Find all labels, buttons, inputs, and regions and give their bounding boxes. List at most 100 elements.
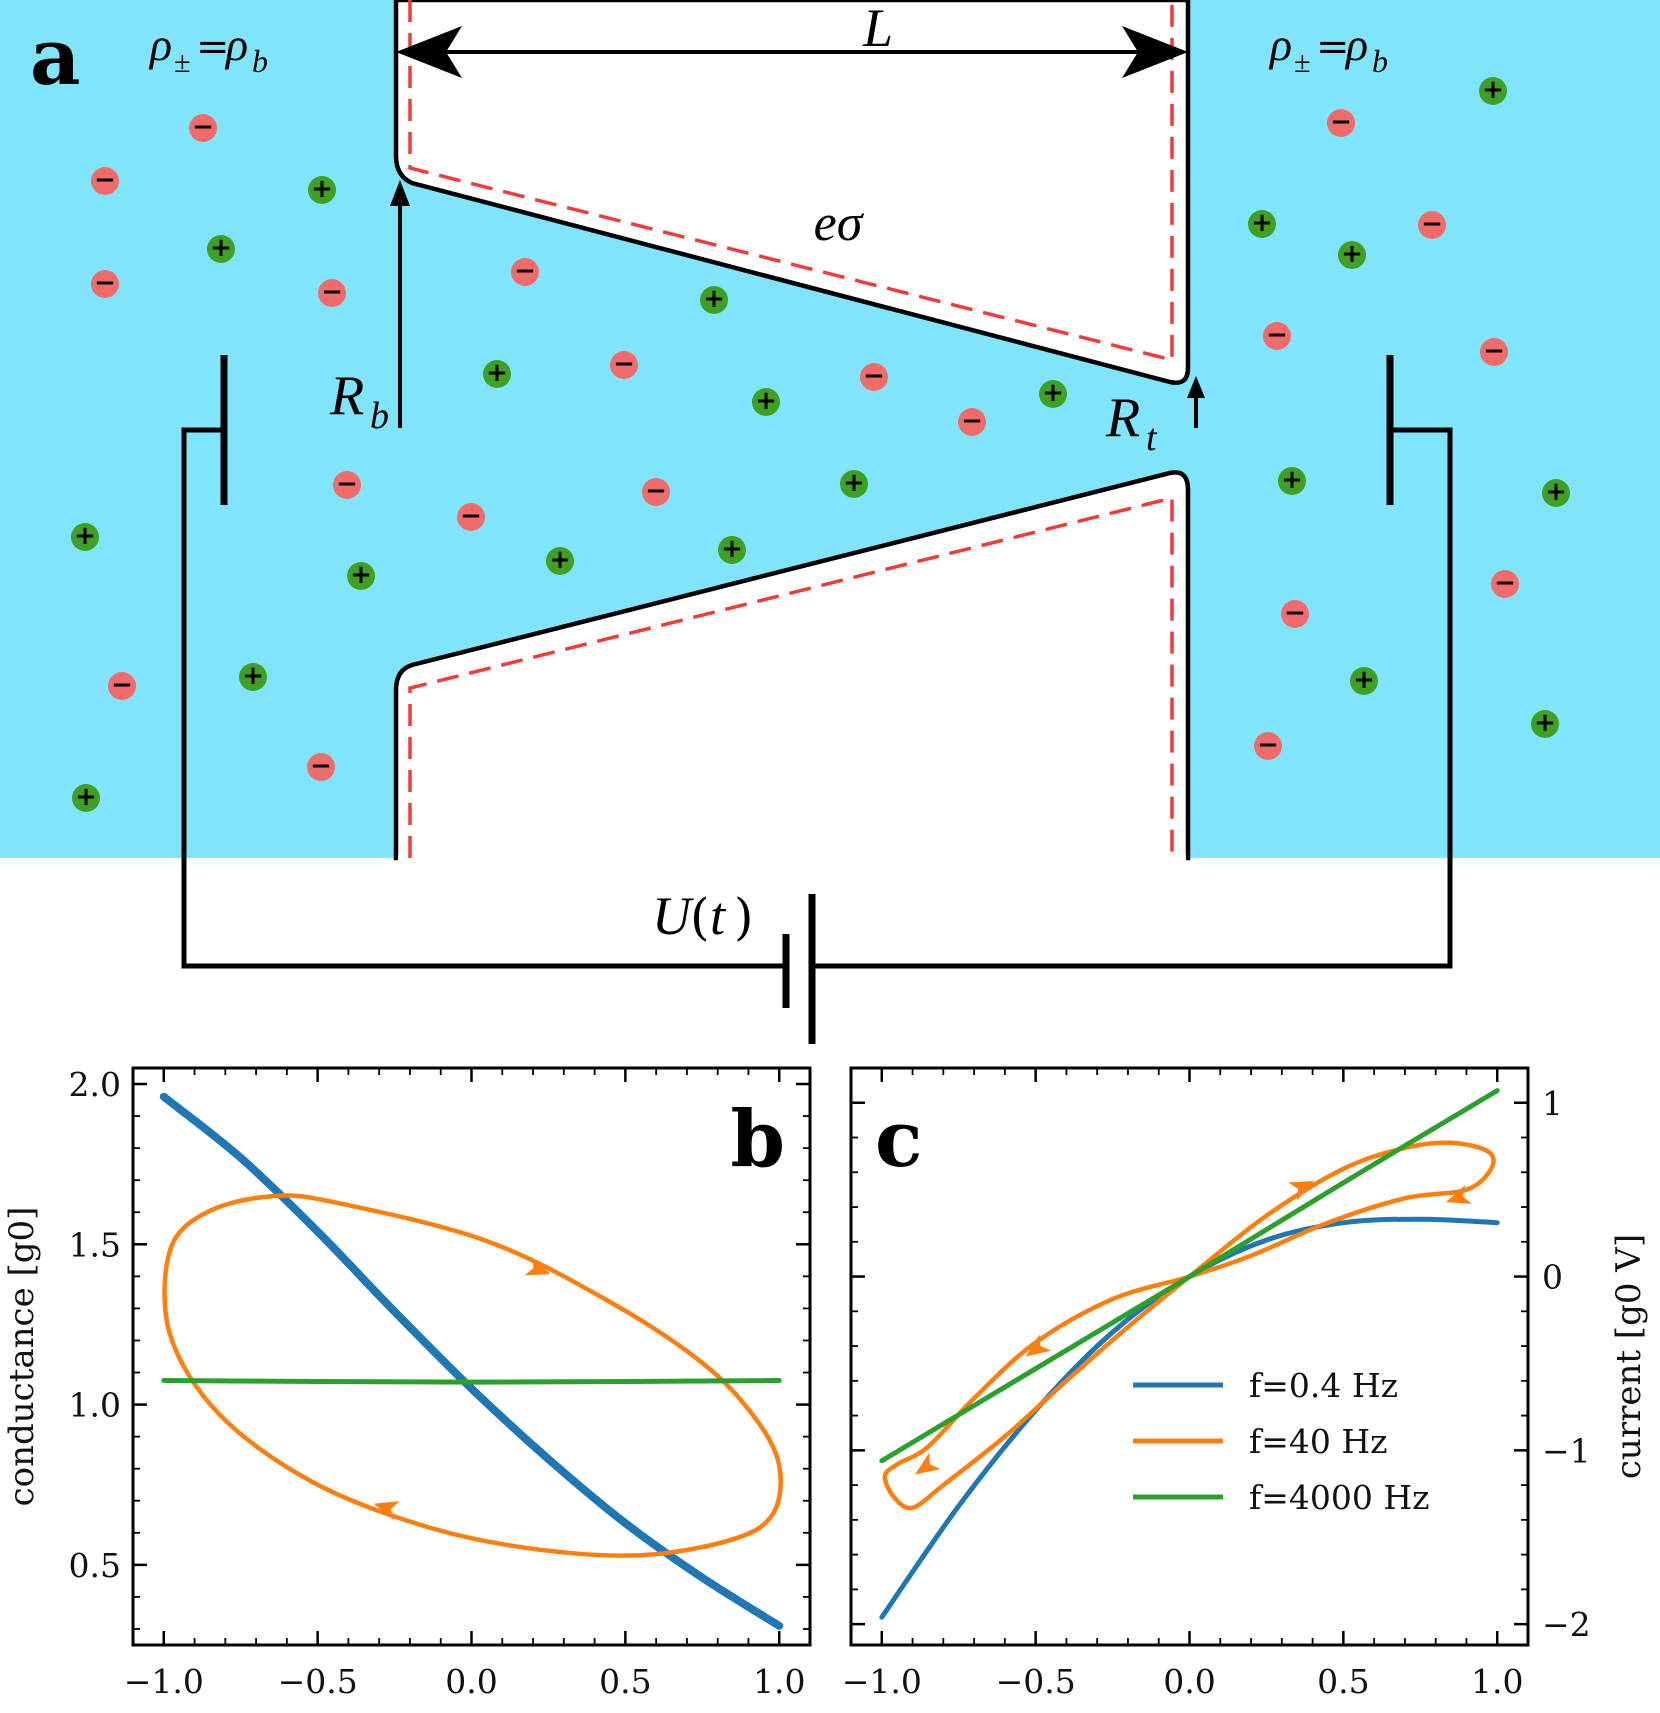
svg-text:−: − bbox=[1266, 320, 1288, 350]
tip-radius-label: R t bbox=[1105, 387, 1158, 459]
cation-icon: + bbox=[546, 545, 574, 575]
length-arrow-left-head bbox=[396, 26, 462, 78]
loop-direction-arrow bbox=[524, 1256, 551, 1276]
svg-text:−: − bbox=[94, 268, 116, 298]
anion-icon: − bbox=[91, 268, 119, 298]
anion-icon: − bbox=[189, 112, 217, 142]
svg-text:−: − bbox=[613, 349, 635, 379]
x-tick-label: 0.5 bbox=[599, 1662, 651, 1701]
ions: −−−−−−−−−−−−−−−−−−−−++++++++++++++++++++ bbox=[71, 75, 1570, 812]
svg-text:t: t bbox=[710, 886, 727, 946]
tip-radius-arrowhead bbox=[1187, 376, 1205, 398]
svg-text:−: − bbox=[1330, 107, 1352, 137]
svg-text:−: − bbox=[961, 406, 983, 436]
plot-frame bbox=[849, 1066, 1530, 1647]
svg-text:+: + bbox=[75, 782, 97, 812]
x-tick-label: −1.0 bbox=[124, 1662, 204, 1701]
x-tick-label: −1.0 bbox=[842, 1662, 922, 1701]
x-tick-label: 1.0 bbox=[753, 1662, 805, 1701]
svg-text:+: + bbox=[755, 386, 777, 416]
svg-text:+: + bbox=[210, 233, 232, 263]
cation-icon: + bbox=[1350, 665, 1378, 695]
length-arrow-right-head bbox=[1122, 26, 1188, 78]
y-tick-label: 0 bbox=[1542, 1258, 1563, 1297]
svg-text:+: + bbox=[242, 661, 264, 691]
y-tick-label: 2.0 bbox=[69, 1065, 121, 1104]
svg-text:=: = bbox=[196, 24, 230, 70]
cation-icon: + bbox=[1039, 378, 1067, 408]
anion-icon: − bbox=[1281, 598, 1309, 628]
svg-text:+: + bbox=[721, 534, 743, 564]
svg-text:−: − bbox=[321, 277, 343, 307]
membrane-lower bbox=[393, 470, 1191, 861]
svg-text:−: − bbox=[111, 670, 133, 700]
cation-icon: + bbox=[1542, 477, 1570, 507]
left-wire bbox=[181, 427, 786, 969]
svg-text:−: − bbox=[1483, 336, 1505, 366]
x-tick-label: 0.0 bbox=[1163, 1662, 1215, 1701]
svg-text:+: + bbox=[1482, 75, 1504, 105]
cation-icon: + bbox=[239, 661, 267, 691]
loop-direction-arrow bbox=[1445, 1184, 1472, 1204]
anion-icon: − bbox=[307, 751, 335, 781]
surface-charge-label: eσ bbox=[814, 195, 865, 252]
series-line-f40hz bbox=[882, 1140, 1496, 1511]
surface-charge-lower bbox=[408, 495, 1174, 858]
svg-text:b: b bbox=[252, 43, 268, 79]
y-tick-label: 0.5 bbox=[69, 1546, 121, 1585]
series-line-f04hz bbox=[159, 1092, 784, 1630]
legend-label: f=0.4 Hz bbox=[1249, 1366, 1398, 1405]
legend-label: f=4000 Hz bbox=[1249, 1478, 1430, 1517]
cation-icon: + bbox=[1248, 208, 1276, 238]
cation-icon: + bbox=[347, 560, 375, 590]
surface-charge-upper bbox=[408, 0, 1174, 363]
cation-icon: + bbox=[308, 174, 336, 204]
cation-icon: + bbox=[71, 521, 99, 551]
right-density-label: ρ ± = ρ b bbox=[1268, 19, 1388, 79]
svg-text:+: + bbox=[1042, 378, 1064, 408]
svg-text:+: + bbox=[311, 174, 333, 204]
cation-icon: + bbox=[700, 284, 728, 314]
svg-text:): ) bbox=[734, 888, 754, 946]
svg-text:−: − bbox=[514, 256, 536, 286]
y-axis-label: conductance [g0] bbox=[2, 1207, 42, 1507]
membrane-upper bbox=[393, 0, 1191, 385]
svg-text:−: − bbox=[1421, 209, 1443, 239]
voltage-label: U ( t ) bbox=[652, 886, 754, 946]
loop-direction-arrow bbox=[914, 1452, 941, 1475]
cation-icon: + bbox=[483, 358, 511, 388]
svg-text:+: + bbox=[703, 284, 725, 314]
x-tick-label: −0.5 bbox=[278, 1662, 358, 1701]
svg-text:b: b bbox=[1372, 43, 1388, 79]
left-density-label: ρ ± = ρ b bbox=[148, 19, 268, 79]
svg-text:−: − bbox=[645, 476, 667, 506]
svg-text:+: + bbox=[350, 560, 372, 590]
svg-text:±: ± bbox=[1294, 46, 1310, 79]
svg-text:ρ: ρ bbox=[1268, 19, 1292, 70]
anion-icon: − bbox=[642, 476, 670, 506]
svg-text:b: b bbox=[370, 395, 389, 437]
svg-text:ρ: ρ bbox=[224, 19, 248, 70]
svg-text:+: + bbox=[1341, 239, 1363, 269]
svg-text:−: − bbox=[460, 501, 482, 531]
cation-icon: + bbox=[207, 233, 235, 263]
loop-direction-arrow bbox=[1288, 1180, 1315, 1201]
svg-text:−: − bbox=[336, 469, 358, 499]
loop-direction-arrow bbox=[373, 1501, 400, 1521]
cation-icon: + bbox=[752, 386, 780, 416]
cation-icon: + bbox=[1278, 465, 1306, 495]
panel-c-label: c bbox=[875, 1094, 923, 1185]
anion-icon: − bbox=[1254, 730, 1282, 760]
anion-icon: − bbox=[860, 361, 888, 391]
svg-text:−: − bbox=[1494, 568, 1516, 598]
svg-text:=: = bbox=[1316, 24, 1350, 70]
cation-icon: + bbox=[72, 782, 100, 812]
series-line-f4000hz bbox=[879, 1088, 1500, 1464]
cation-icon: + bbox=[1338, 239, 1366, 269]
anion-icon: − bbox=[108, 670, 136, 700]
svg-text:+: + bbox=[549, 545, 571, 575]
svg-text:−: − bbox=[1284, 598, 1306, 628]
y-tick-label: −2 bbox=[1542, 1605, 1591, 1644]
series-line-f40hz bbox=[162, 1193, 783, 1558]
anion-icon: − bbox=[318, 277, 346, 307]
